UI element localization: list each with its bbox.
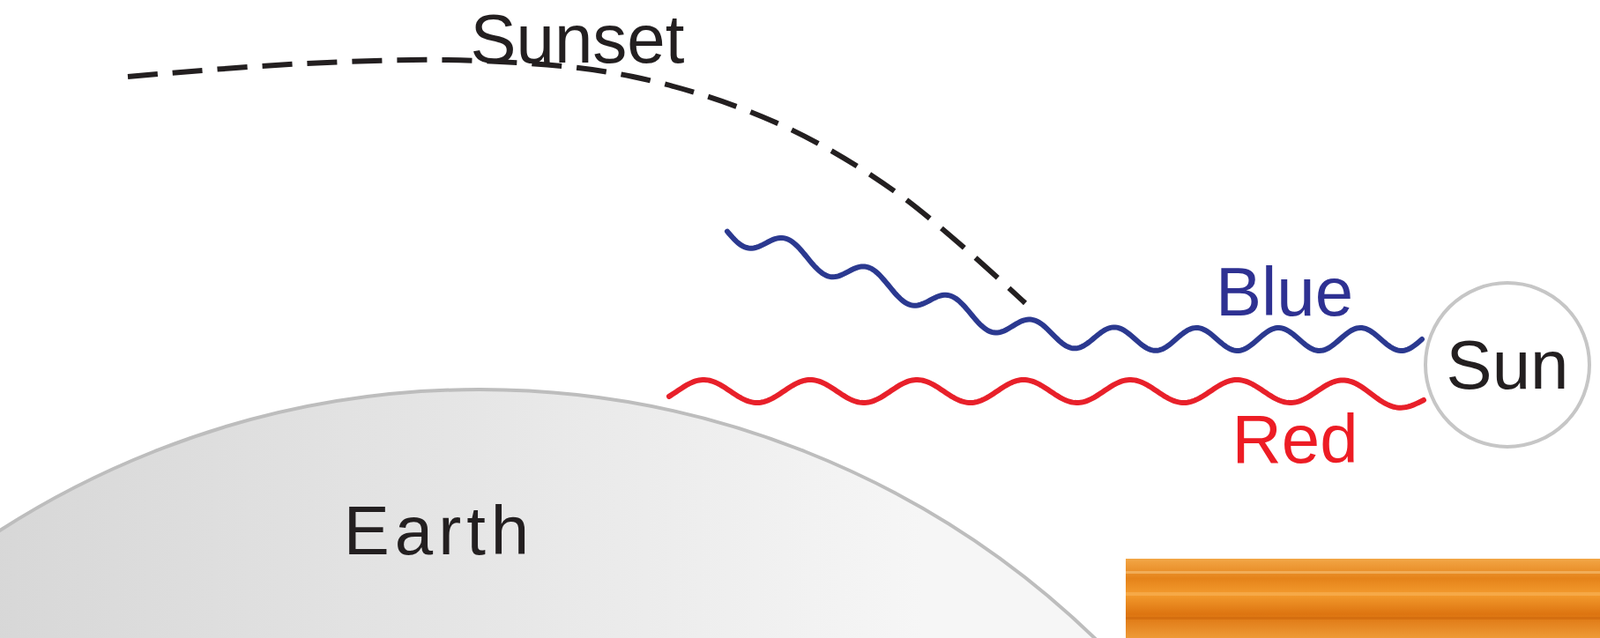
earth-disc: Earth (0, 387, 1367, 638)
wave-label: Blue (1215, 257, 1354, 327)
node-outline (0, 387, 1367, 638)
node-text: Earth (343, 496, 535, 566)
photo-streak (1125, 617, 1600, 620)
wave-label: Red (1231, 404, 1358, 474)
blue-wave (727, 231, 1422, 351)
sun-circle (1425, 282, 1590, 447)
sunset-label: Sunset (470, 4, 685, 74)
sunset-photo (1125, 558, 1600, 638)
node-text: Sun (1446, 330, 1570, 400)
red-wave (669, 379, 1424, 409)
sun-circle: Sun (1423, 281, 1592, 449)
photo-streak (1125, 571, 1600, 574)
photo-streak (1125, 592, 1600, 596)
earth-disc (0, 389, 1365, 638)
sunset-arc (127, 59, 1026, 304)
light-rays (127, 59, 1424, 409)
